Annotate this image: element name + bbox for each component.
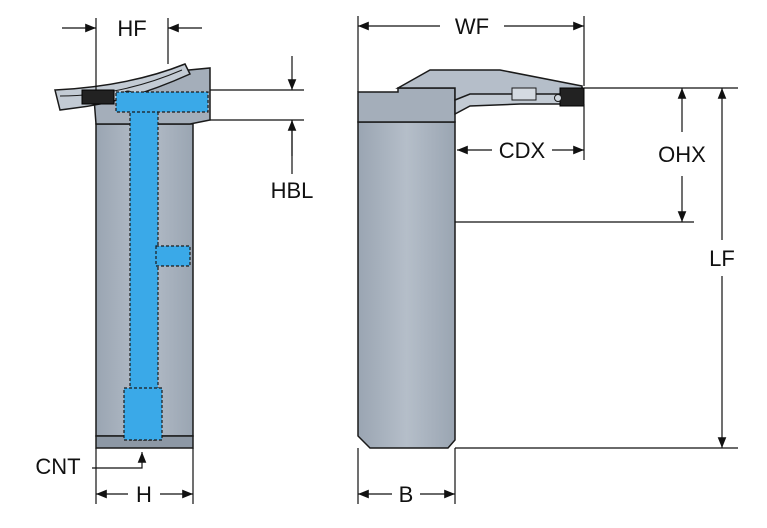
- cnt-label: CNT: [35, 454, 80, 479]
- side-insert: [559, 87, 585, 107]
- lf-label: LF: [709, 246, 735, 271]
- side-dimensions: WF CDX OHX LF B: [357, 14, 738, 507]
- hf-label: HF: [117, 16, 146, 41]
- side-clamp: [511, 87, 537, 101]
- h-label: H: [136, 482, 152, 507]
- cdx-label: CDX: [499, 138, 546, 163]
- side-view: [357, 69, 585, 449]
- front-coolant-bottom-port: [123, 387, 163, 441]
- front-view: [54, 63, 211, 449]
- wf-label: WF: [455, 14, 489, 39]
- hbl-label: HBL: [271, 178, 314, 203]
- front-blade-edge: [59, 69, 183, 97]
- side-head-block: [357, 87, 456, 123]
- side-shank-body: [357, 121, 456, 449]
- b-label: B: [399, 482, 414, 507]
- front-coolant-channel-head: [115, 91, 209, 113]
- front-insert: [81, 89, 115, 105]
- ohx-label: OHX: [658, 142, 706, 167]
- front-coolant-channel-vertical: [129, 99, 159, 441]
- front-coolant-side-port: [155, 245, 191, 267]
- front-dimensions: HF HBL CNT H: [35, 16, 313, 507]
- side-insert-screw: [554, 94, 562, 102]
